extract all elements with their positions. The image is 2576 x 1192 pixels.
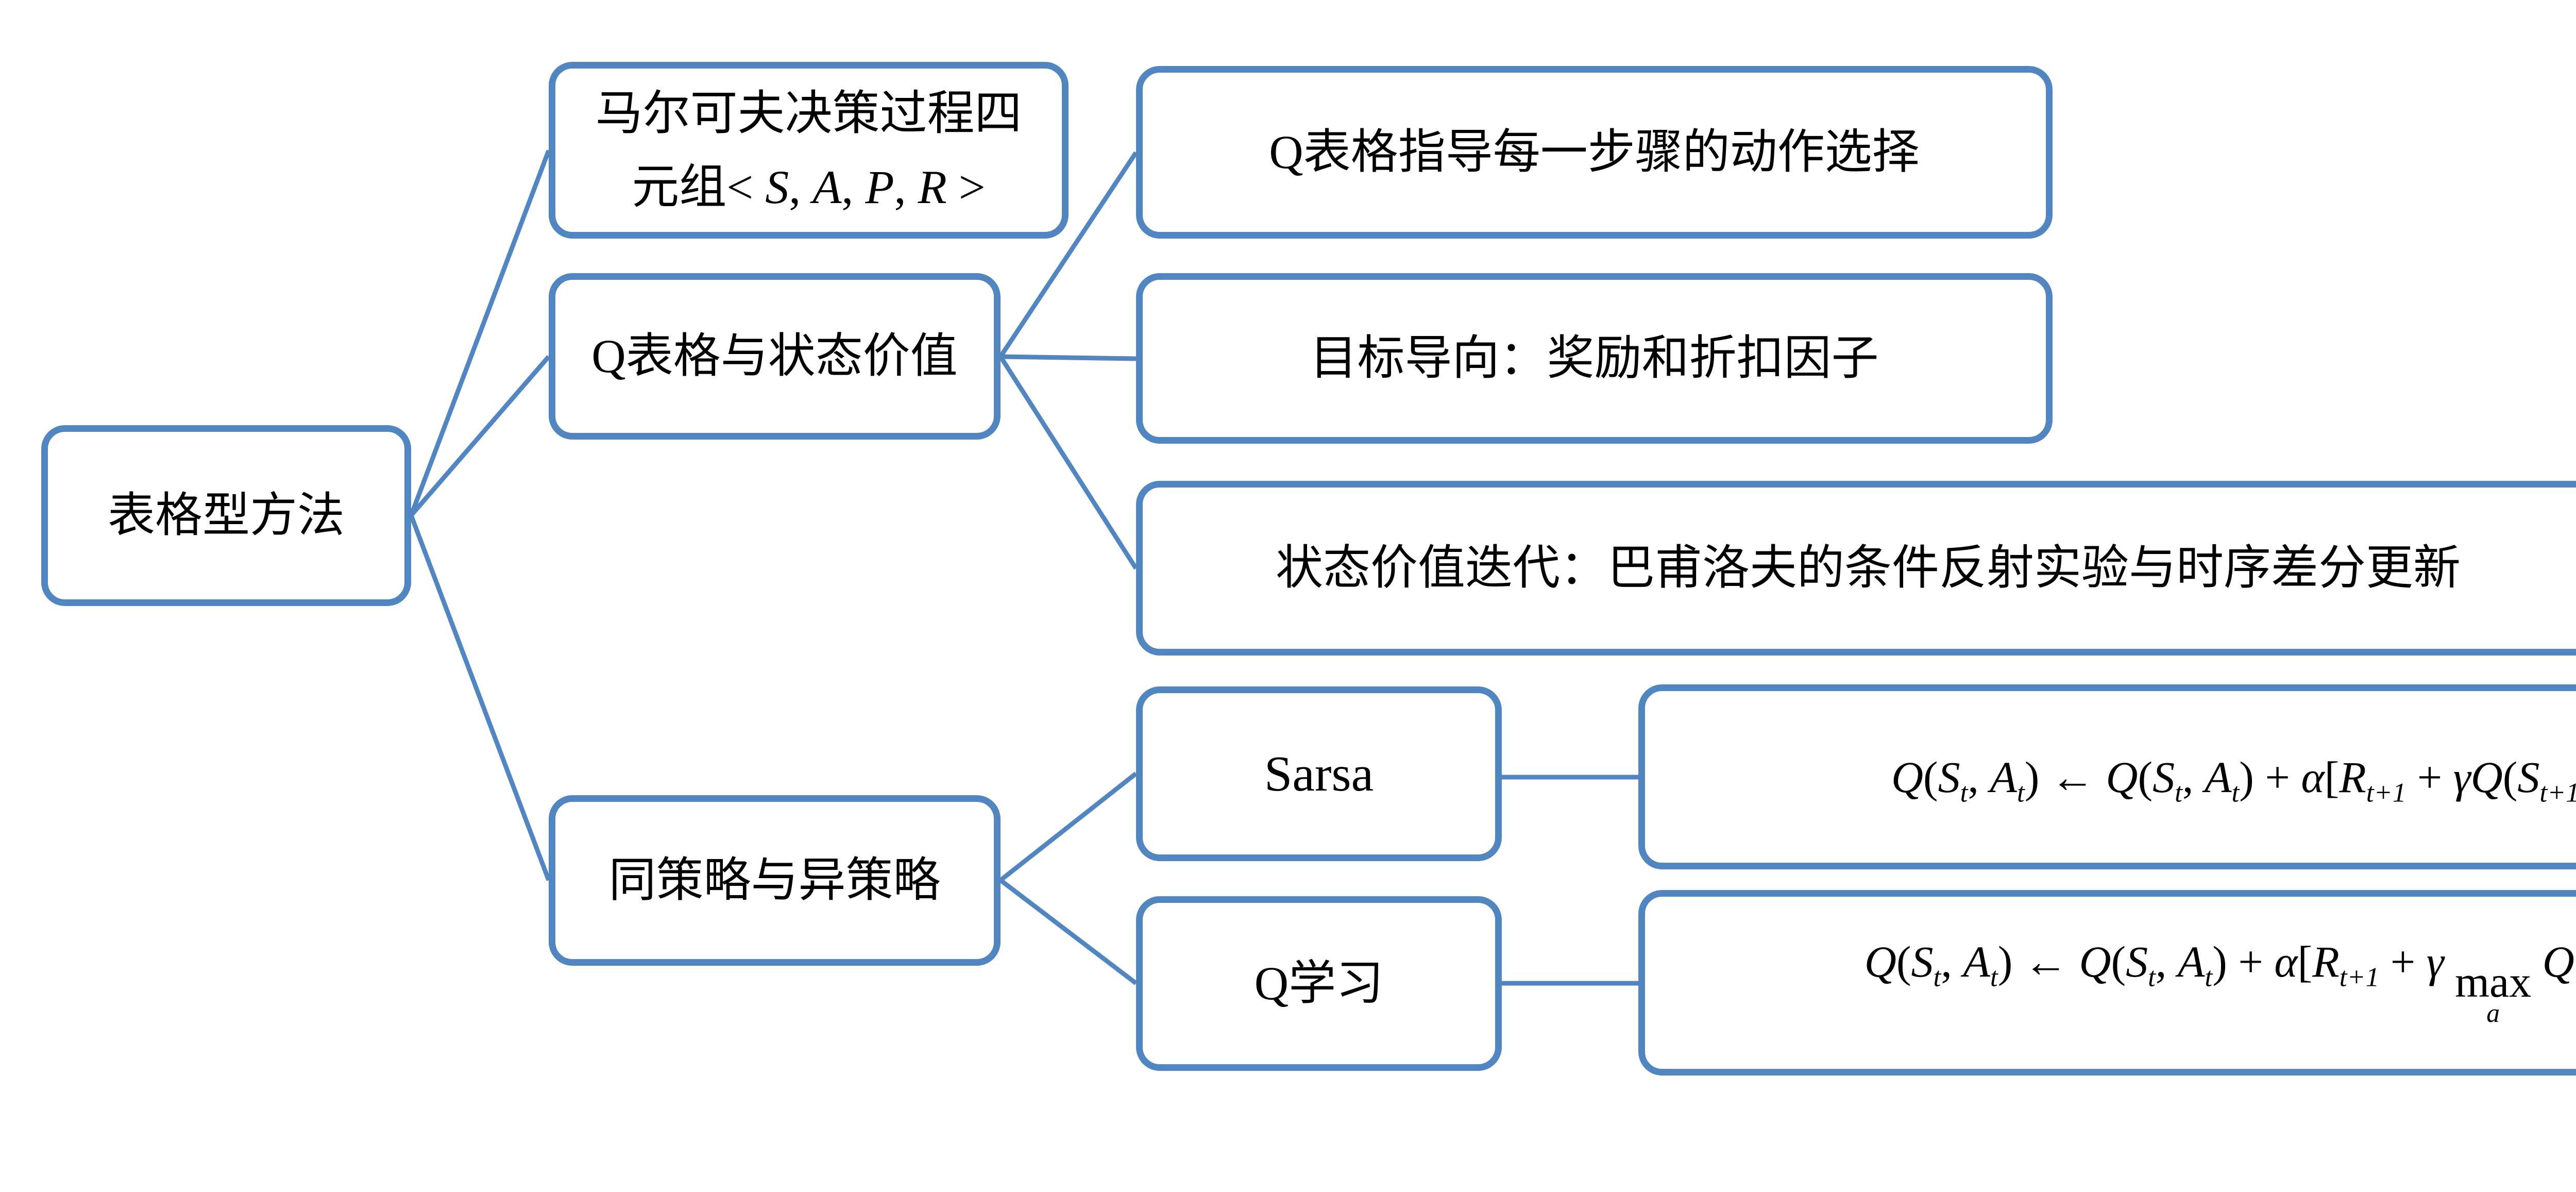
node-goal-oriented: 目标导向：奖励和折扣因子 — [1136, 273, 2053, 444]
node-mdp-tuple: 马尔可夫决策过程四 元组< S, A, P, R > — [549, 62, 1069, 239]
node-state-value-iteration: 状态价值迭代：巴甫洛夫的条件反射实验与时序差分更新 — [1136, 481, 2576, 656]
node-sarsa-formula: Q(St, At) ← Q(St, At) + α[Rt+1 + γQ(St+1… — [1638, 684, 2576, 869]
node-q-table-state-value-label: Q表格与状态价值 — [591, 330, 958, 383]
connector-policy-qlearning — [999, 878, 1138, 985]
node-goal-oriented-label: 目标导向：奖励和折扣因子 — [1310, 332, 1879, 385]
connector-qtable-goal — [1000, 354, 1137, 361]
connector-root-policy — [409, 514, 551, 881]
node-sarsa: Sarsa — [1136, 686, 1502, 861]
connector-policy-sarsa — [999, 771, 1138, 882]
node-root: 表格型方法 — [41, 425, 411, 606]
connector-qtable-valueiter — [998, 355, 1138, 570]
node-q-table-action-selection: Q表格指导每一步骤的动作选择 — [1136, 66, 2053, 239]
node-on-policy-off-policy: 同策略与异策略 — [549, 795, 1001, 966]
node-q-table-action-selection-label: Q表格指导每一步骤的动作选择 — [1269, 126, 1920, 179]
node-q-learning-label: Q学习 — [1254, 957, 1384, 1010]
node-mdp-line2: 元组< S, A, P, R > — [632, 160, 986, 213]
node-root-label: 表格型方法 — [107, 489, 345, 542]
connector-root-qtable — [409, 355, 551, 517]
node-sarsa-label: Sarsa — [1264, 746, 1374, 802]
node-mdp-line1: 马尔可夫决策过程四 — [595, 87, 1022, 140]
node-state-value-iteration-label: 状态价值迭代：巴甫洛夫的条件反射实验与时序差分更新 — [1275, 542, 2461, 595]
connector-root-mdp — [409, 149, 551, 516]
node-q-learning: Q学习 — [1136, 896, 1502, 1071]
connector-qtable-action — [998, 151, 1138, 358]
node-q-table-state-value: Q表格与状态价值 — [549, 273, 1001, 440]
node-on-policy-off-policy-label: 同策略与异策略 — [608, 854, 941, 907]
sarsa-update-formula: Q(St, At) ← Q(St, At) + α[Rt+1 + γQ(St+1… — [1891, 752, 2576, 808]
